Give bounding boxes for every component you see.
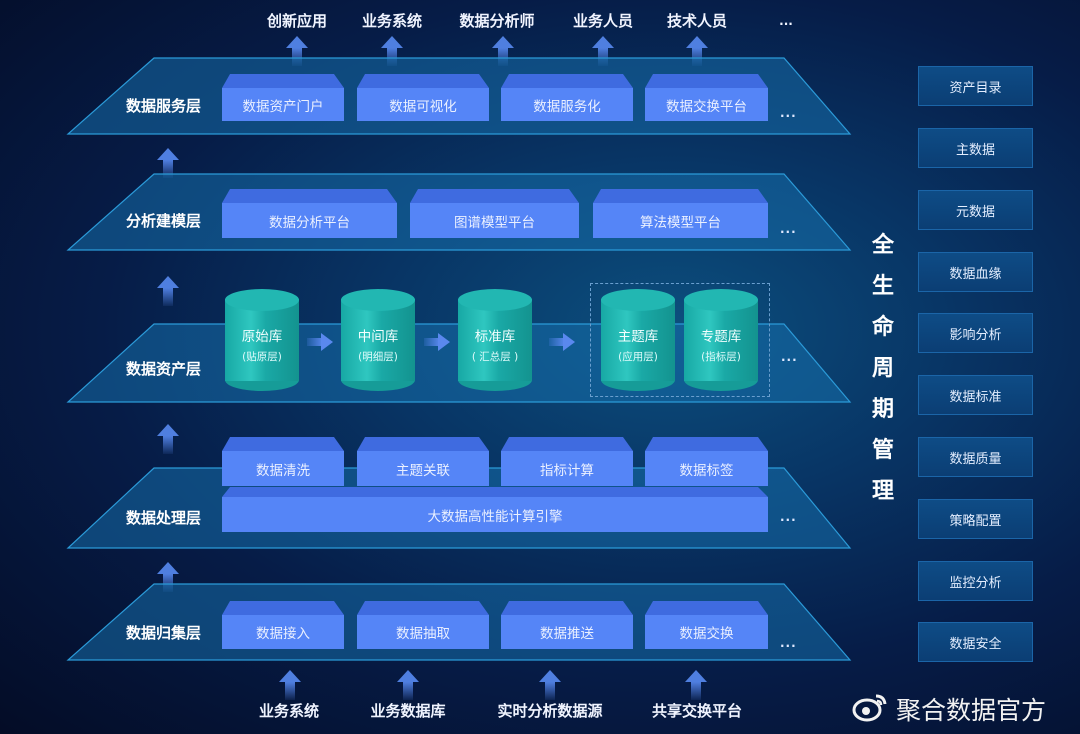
source-label: 业务数据库: [370, 702, 446, 720]
up-arrow-icon: [157, 148, 179, 178]
more-dots: ...: [780, 636, 797, 650]
lifecycle-item: 资产目录: [918, 66, 1033, 106]
modeling-item: 算法模型平台: [593, 189, 768, 238]
up-arrow-icon: [592, 36, 614, 66]
source-label: 业务系统: [258, 702, 320, 720]
consumer-label: 创新应用: [266, 12, 328, 30]
lifecycle-title: 全 生 命 周 期 管 理: [871, 233, 894, 504]
layer-name-asset: 数据资产层: [126, 360, 202, 378]
ingestion-item: 数据接入: [222, 601, 344, 649]
database-cylinder-intermediate: 中间库(明细层): [341, 289, 415, 391]
lifecycle-item: 数据标准: [918, 375, 1033, 415]
more-dots: ...: [779, 14, 793, 28]
layer-name-ingestion: 数据归集层: [126, 624, 202, 642]
processing-item: 主题关联: [357, 437, 489, 486]
lifecycle-item: 数据质量: [918, 437, 1033, 477]
database-cylinder-raw: 原始库(贴原层): [225, 289, 299, 391]
database-cylinder-topic: 专题库(指标层): [684, 289, 758, 391]
ingestion-item: 数据推送: [501, 601, 633, 649]
source-label: 实时分析数据源: [497, 702, 603, 720]
lifecycle-item: 数据安全: [918, 622, 1033, 662]
consumer-label: 技术人员: [666, 12, 728, 30]
database-cylinder-standard: 标准库( 汇总层 ): [458, 289, 532, 391]
more-dots: ...: [780, 222, 797, 236]
lifecycle-item: 数据血缘: [918, 252, 1033, 292]
watermark-text: 聚合数据官方: [896, 696, 1047, 725]
up-arrow-icon: [157, 424, 179, 454]
up-arrow-icon: [397, 670, 419, 700]
more-dots: ...: [780, 106, 797, 120]
right-arrow-icon: [307, 333, 335, 351]
more-dots: ...: [781, 350, 798, 364]
layer-name-service: 数据服务层: [126, 97, 202, 115]
database-cylinder-subject: 主题库(应用层): [601, 289, 675, 391]
consumer-label: 数据分析师: [459, 12, 535, 30]
up-arrow-icon: [492, 36, 514, 66]
service-item: 数据服务化: [501, 74, 633, 121]
watermark: 聚合数据官方: [852, 690, 1046, 728]
service-item: 数据资产门户: [222, 74, 344, 121]
lifecycle-item: 影响分析: [918, 313, 1033, 353]
source-label: 共享交换平台: [651, 702, 743, 720]
up-arrow-icon: [157, 562, 179, 592]
consumer-label: 业务系统: [361, 12, 423, 30]
lifecycle-item: 策略配置: [918, 499, 1033, 539]
consumer-label: 业务人员: [572, 12, 634, 30]
service-item: 数据交换平台: [645, 74, 768, 121]
up-arrow-icon: [539, 670, 561, 700]
service-item: 数据可视化: [357, 74, 489, 121]
modeling-item: 数据分析平台: [222, 189, 397, 238]
up-arrow-icon: [279, 670, 301, 700]
more-dots: ...: [780, 510, 797, 524]
compute-engine-bar: 大数据高性能计算引擎: [222, 487, 768, 532]
up-arrow-icon: [381, 36, 403, 66]
layer-name-processing: 数据处理层: [126, 509, 202, 527]
ingestion-item: 数据交换: [645, 601, 768, 649]
lifecycle-item: 监控分析: [918, 561, 1033, 601]
right-arrow-icon: [549, 333, 577, 351]
right-arrow-icon: [424, 333, 452, 351]
weibo-icon: [852, 690, 890, 728]
up-arrow-icon: [685, 670, 707, 700]
processing-item: 数据标签: [645, 437, 768, 486]
lifecycle-item: 元数据: [918, 190, 1033, 230]
layer-name-modeling: 分析建模层: [126, 212, 202, 230]
modeling-item: 图谱模型平台: [410, 189, 579, 238]
ingestion-item: 数据抽取: [357, 601, 489, 649]
up-arrow-icon: [286, 36, 308, 66]
up-arrow-icon: [686, 36, 708, 66]
lifecycle-item: 主数据: [918, 128, 1033, 168]
processing-item: 指标计算: [501, 437, 633, 486]
up-arrow-icon: [157, 276, 179, 306]
dashed-group-frame: [590, 283, 770, 397]
processing-item: 数据清洗: [222, 437, 344, 486]
